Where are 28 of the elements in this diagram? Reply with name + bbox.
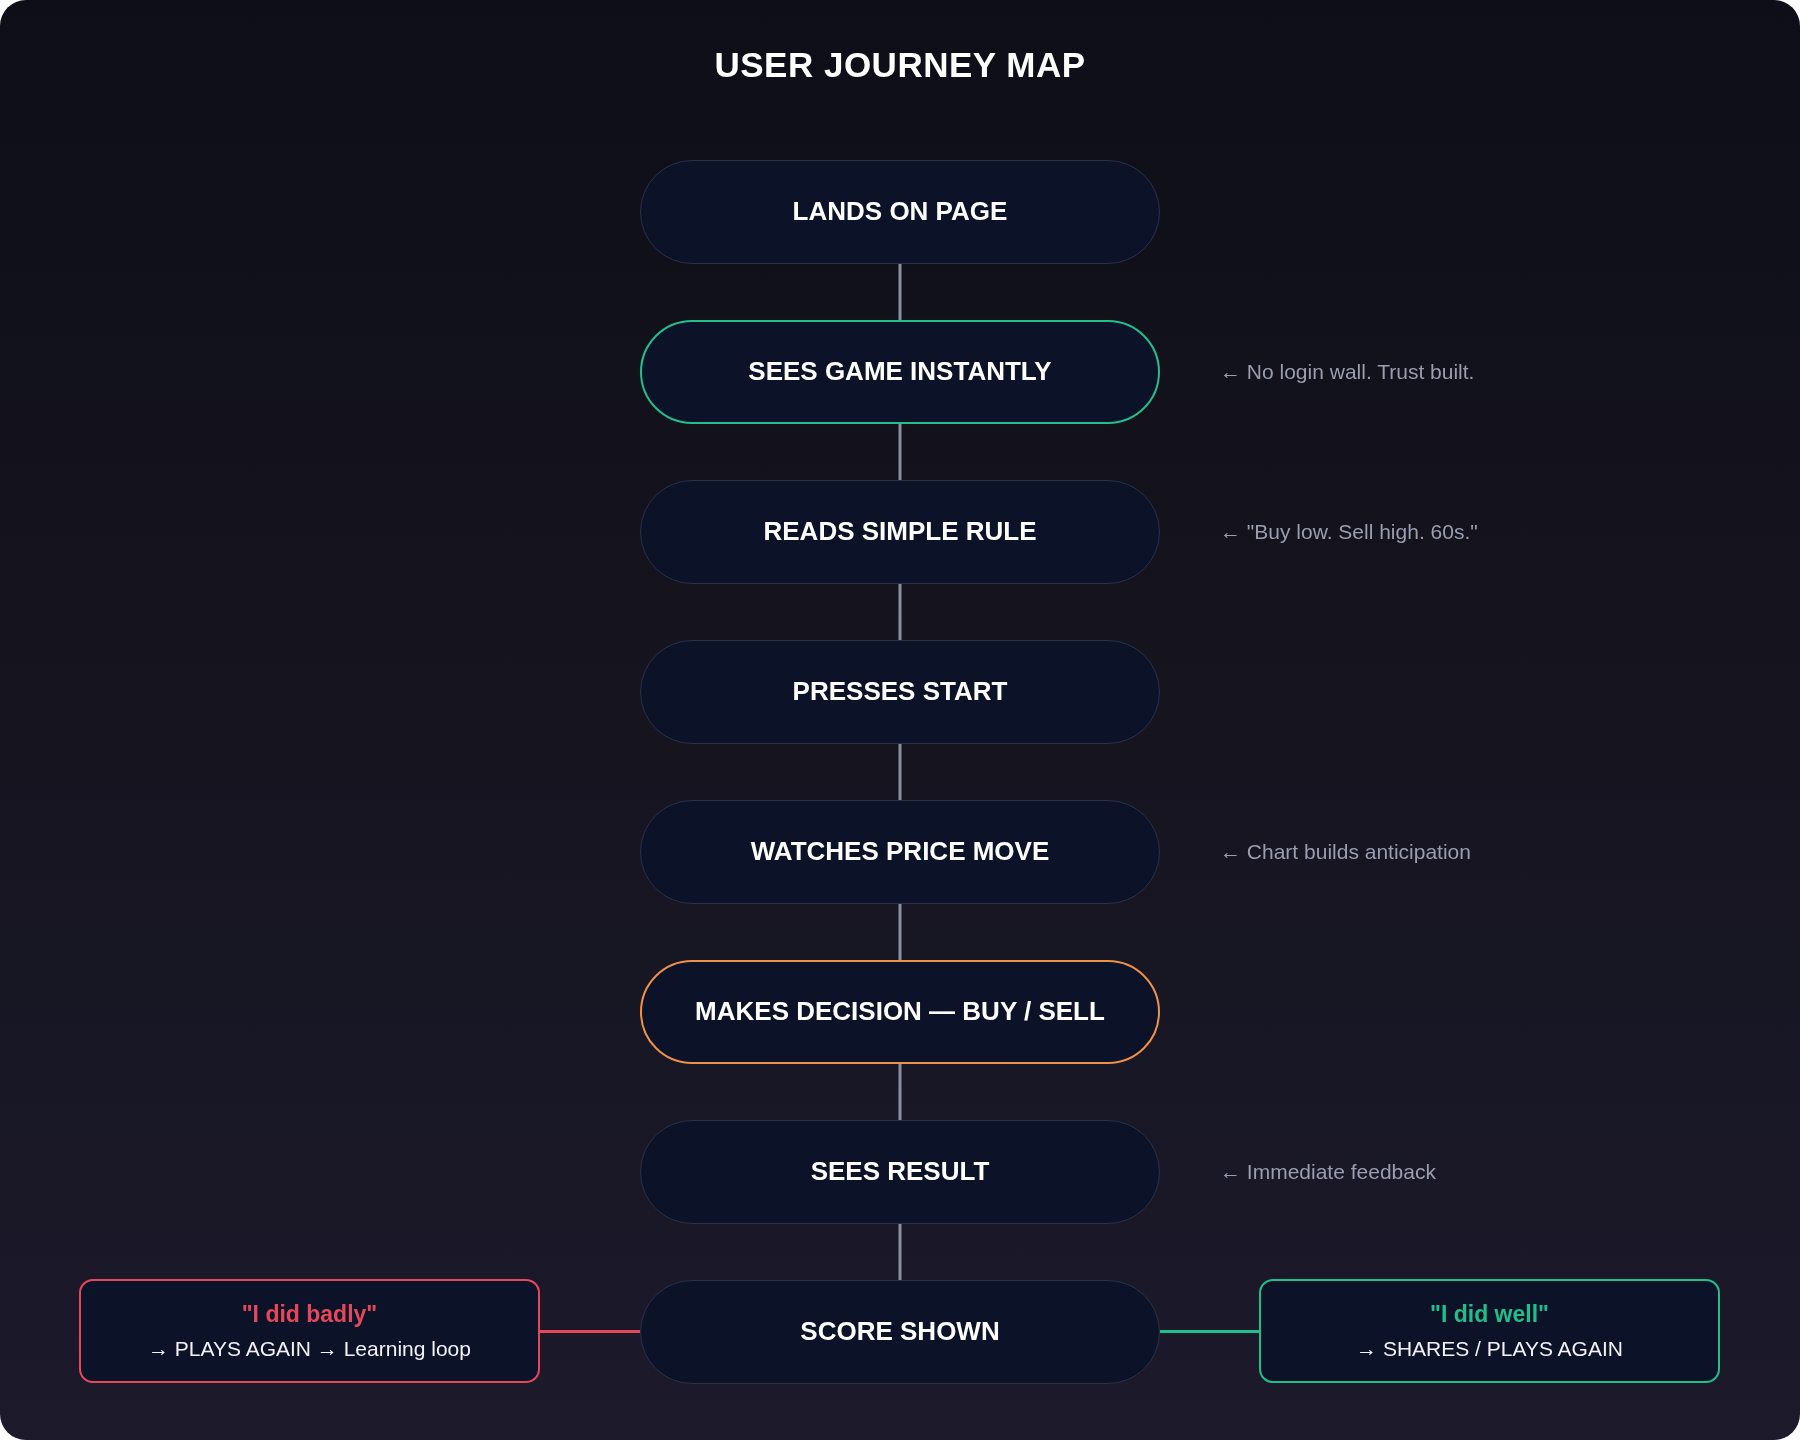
step-label: SEES RESULT bbox=[810, 1156, 990, 1188]
step-label: PRESSES START bbox=[792, 676, 1008, 708]
step-label: LANDS ON PAGE bbox=[792, 196, 1008, 228]
annotation-note: ← No login wall. Trust built. bbox=[1220, 359, 1475, 385]
connector-line bbox=[898, 1224, 902, 1280]
connector-line bbox=[898, 424, 902, 480]
connector-line bbox=[898, 264, 902, 320]
step-label: SCORE SHOWN bbox=[800, 1316, 1000, 1348]
connector-line bbox=[540, 1330, 640, 1333]
annotation-note: ← Immediate feedback bbox=[1220, 1159, 1436, 1185]
outcome-card bbox=[1259, 1279, 1720, 1383]
connector-line bbox=[898, 584, 902, 640]
connector-line bbox=[898, 1064, 902, 1120]
connector-line bbox=[898, 744, 902, 800]
outcome-card bbox=[79, 1279, 540, 1383]
annotation-note: ← "Buy low. Sell high. 60s." bbox=[1220, 519, 1478, 545]
step-label: WATCHES PRICE MOVE bbox=[750, 836, 1050, 868]
step-label: READS SIMPLE RULE bbox=[763, 516, 1037, 548]
outcome-heading: "I did badly" bbox=[241, 1300, 378, 1329]
step-label: SEES GAME INSTANTLY bbox=[748, 356, 1052, 388]
connector-line bbox=[898, 904, 902, 960]
connector-line bbox=[1160, 1330, 1259, 1333]
outcome-detail: → SHARES / PLAYS AGAIN bbox=[1356, 1336, 1623, 1362]
annotation-note: ← Chart builds anticipation bbox=[1220, 839, 1471, 865]
outcome-detail: → PLAYS AGAIN → Learning loop bbox=[148, 1336, 471, 1362]
diagram-title: USER JOURNEY MAP bbox=[714, 44, 1086, 86]
outcome-heading: "I did well" bbox=[1430, 1300, 1549, 1329]
step-label: MAKES DECISION — BUY / SELL bbox=[695, 996, 1105, 1028]
